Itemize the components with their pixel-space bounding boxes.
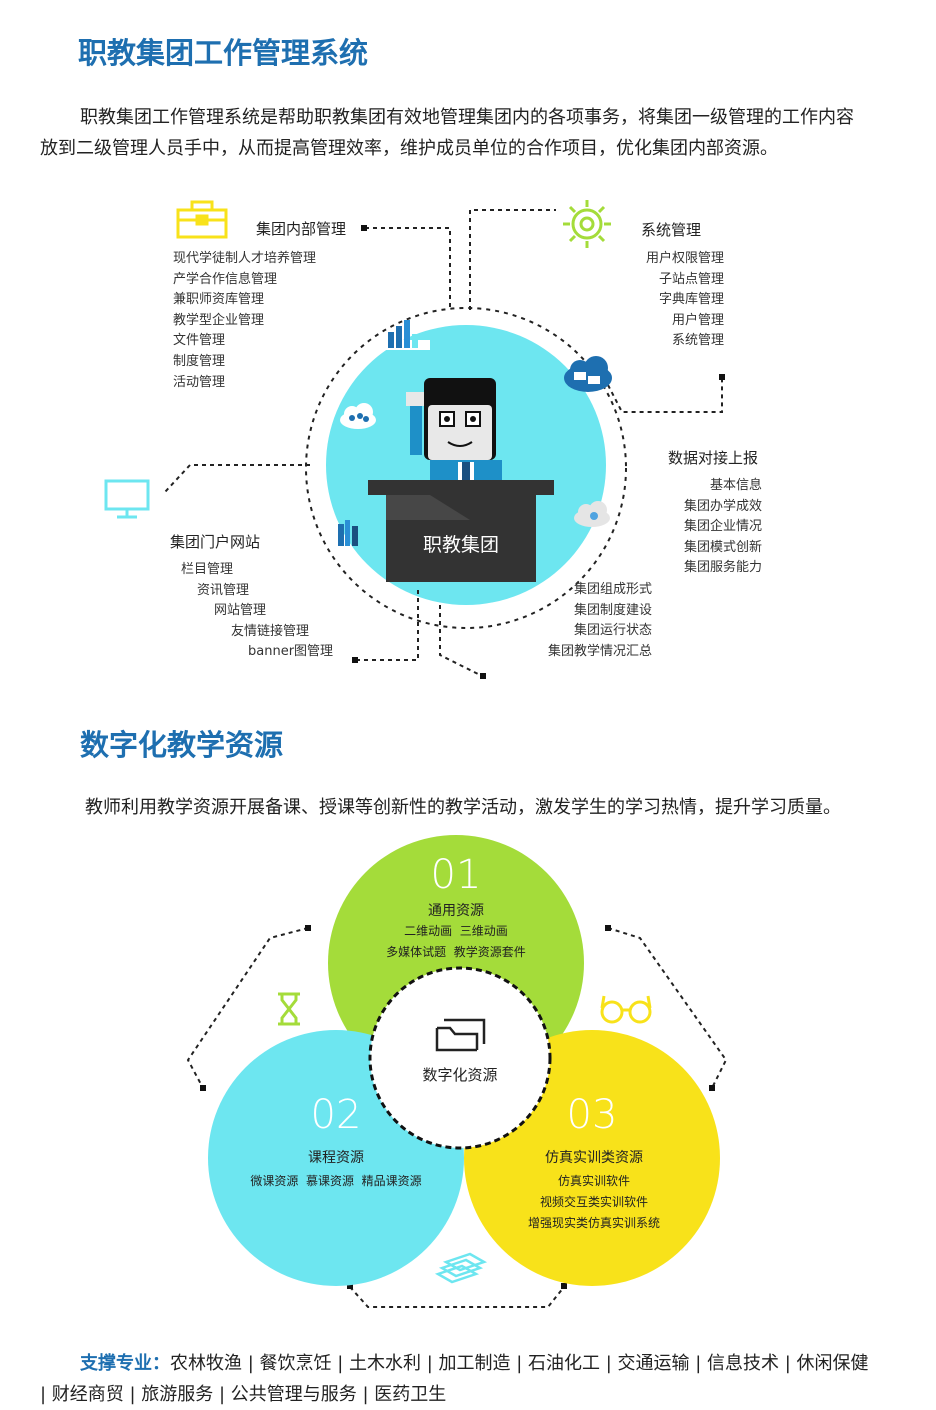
list-item: 兼职师资库管理 <box>173 292 265 308</box>
list-item: 产学合作信息管理 <box>173 271 278 287</box>
circle-02-line1: 微课资源 慕课资源 精品课资源 <box>250 1174 422 1188</box>
list-item: 基本信息 <box>709 478 762 493</box>
supported-majors-line2: | 财经商贸 | 旅游服务 | 公共管理与服务 | 医药卫生 <box>40 1384 447 1405</box>
folder-icon <box>435 1018 486 1052</box>
list-item: 制度管理 <box>173 353 226 369</box>
list-item: 集团办学成效 <box>683 498 762 514</box>
circle-03-line1: 仿真实训软件 <box>557 1174 630 1188</box>
data-report-extra-list: 集团组成形式 集团制度建设 集团运行状态 集团教学情况汇总 <box>520 580 652 662</box>
management-diagram <box>104 200 725 679</box>
data-report-title: 数据对接上报 <box>668 449 759 467</box>
internal-management-list: 现代学徒制人才培养管理 产学合作信息管理 兼职师资库管理 教学型企业管理 文件管… <box>173 249 316 393</box>
resources-diagram <box>186 835 728 1308</box>
list-item: 集团模式创新 <box>683 539 762 555</box>
section1-description-line1: 职教集团工作管理系统是帮助职教集团有效地管理集团内的各项事务，将集团一级管理的工… <box>80 107 854 128</box>
section1-title: 职教集团工作管理系统 <box>78 36 369 70</box>
circle-01-line2: 多媒体试题 教学资源套件 <box>386 945 526 959</box>
hourglass-icon <box>278 992 300 1026</box>
supported-majors-label: 支撑专业： <box>80 1353 170 1374</box>
circle-01-line1: 二维动画 三维动画 <box>404 924 508 938</box>
center-resources-label: 数字化资源 <box>422 1066 498 1084</box>
circle-01-number: 01 <box>430 852 482 898</box>
list-item: 活动管理 <box>173 374 226 390</box>
connector-lines <box>164 209 723 677</box>
manager-character-icon <box>406 378 502 500</box>
briefcase-icon <box>176 200 228 239</box>
layers-icon <box>434 1252 488 1284</box>
list-item: 集团组成形式 <box>573 582 652 597</box>
outer-dashed-ring <box>305 307 627 629</box>
list-item: 集团教学情况汇总 <box>547 643 652 659</box>
list-item: 字典库管理 <box>658 292 724 308</box>
glasses-icon <box>600 995 652 1024</box>
system-management-list: 用户权限管理 子站点管理 字典库管理 用户管理 系统管理 <box>600 249 724 352</box>
list-item: 集团运行状态 <box>573 623 652 639</box>
list-item: 现代学徒制人才培养管理 <box>173 251 317 266</box>
circle-03-line3: 增强现实类仿真实训系统 <box>527 1216 660 1230</box>
list-item: 教学型企业管理 <box>173 312 265 328</box>
section1-description: 职教集团工作管理系统是帮助职教集团有效地管理集团内的各项事务，将集团一级管理的工… <box>40 102 910 164</box>
list-item: banner图管理 <box>248 644 334 660</box>
list-item: 系统管理 <box>671 333 724 349</box>
circle-02-title: 课程资源 <box>308 1150 364 1166</box>
desk-top <box>368 480 554 495</box>
gear-icon <box>563 200 611 248</box>
list-item: 用户权限管理 <box>645 251 724 266</box>
circle-01-title: 通用资源 <box>428 903 484 919</box>
center-white-circle <box>370 968 550 1148</box>
circle-03-line2: 视频交互类实训软件 <box>539 1195 648 1209</box>
center-desk-label: 职教集团 <box>422 534 499 556</box>
list-item: 网站管理 <box>214 603 267 619</box>
cloud-chat-icon <box>564 356 612 392</box>
circle-03-number: 03 <box>566 1092 618 1138</box>
list-item: 用户管理 <box>671 312 724 328</box>
cloud-users-icon <box>340 403 376 429</box>
section2-title: 数字化教学资源 <box>80 728 284 762</box>
circle-02-number: 02 <box>310 1092 362 1138</box>
list-item: 集团企业情况 <box>683 519 762 535</box>
bar-chart-icon <box>386 320 430 350</box>
list-item: 栏目管理 <box>181 562 234 577</box>
list-item: 集团制度建设 <box>573 602 652 618</box>
portal-site-title: 集团门户网站 <box>170 533 261 551</box>
section1-description-line2: 放到二级管理人员手中，从而提高管理效率，维护成员单位的合作项目，优化集团内部资源… <box>40 138 778 159</box>
circle-03-title: 仿真实训类资源 <box>545 1150 643 1166</box>
supported-majors: 支撑专业：农林牧渔 | 餐饮烹饪 | 土木水利 | 加工制造 | 石油化工 | … <box>40 1348 920 1410</box>
monitor-icon <box>104 479 150 519</box>
data-report-list: 基本信息 集团办学成效 集团企业情况 集团模式创新 集团服务能力 <box>640 476 762 579</box>
list-item: 资讯管理 <box>197 582 250 598</box>
list-item: 集团服务能力 <box>683 560 762 576</box>
list-item: 子站点管理 <box>658 271 724 287</box>
books-icon <box>338 520 358 546</box>
internal-management-title: 集团内部管理 <box>256 220 347 238</box>
connector-lines <box>186 927 728 1308</box>
section2-description: 教师利用教学资源开展备课、授课等创新性的教学活动，激发学生的学习热情，提升学习质… <box>85 797 841 818</box>
list-item: 友情链接管理 <box>231 623 310 639</box>
system-management-title: 系统管理 <box>641 221 702 239</box>
cloud-settings-icon <box>574 501 610 527</box>
supported-majors-line1: 农林牧渔 | 餐饮烹饪 | 土木水利 | 加工制造 | 石油化工 | 交通运输 … <box>170 1353 869 1374</box>
list-item: 文件管理 <box>173 333 226 349</box>
